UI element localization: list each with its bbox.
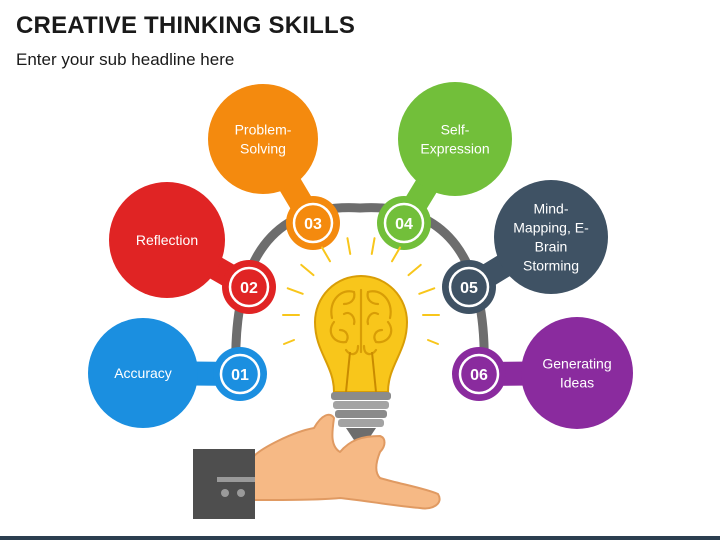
bottom-bar [0,536,720,540]
skill-label: Self- Expression [420,122,489,157]
skill-label-line: Problem- [235,122,292,138]
brain-icon [329,288,393,356]
cuff-button [237,489,245,497]
cuff-button [221,489,229,497]
skill-label-line: Ideas [560,375,594,391]
skill-number: 01 [231,367,249,384]
skill-nodes: 01Accuracy02Reflection03Problem-Solving0… [88,82,633,429]
light-ray [407,263,422,277]
number-badge-ring [228,266,270,308]
brain-fold [329,320,349,344]
skill-label-line: Accuracy [114,365,172,381]
skill-bubble [208,84,318,194]
light-ray [300,263,315,277]
light-ray [418,287,436,295]
skill-bubble [494,180,608,294]
skill-node: 03 Problem- Solving [208,84,340,250]
brain-fold [366,311,380,326]
hand-icon [193,413,441,519]
brain-fold [330,290,356,320]
skill-label-line: Self- [441,122,470,138]
skill-number: 05 [460,280,478,297]
brain-fold [344,344,360,356]
skill-label: Problem- Solving [235,122,292,157]
light-ray [427,339,439,345]
skill-label-line: Solving [240,141,286,157]
skill-bubble [88,318,198,428]
number-badge-ring [219,353,261,395]
skill-node: 01 Accuracy [88,318,267,428]
light-ray [286,287,304,295]
skill-label-line: Mind- [533,201,568,217]
number-badge-ring [458,353,500,395]
light-ray [346,237,352,255]
skill-label-line: Reflection [136,232,198,248]
bulb-filaments [345,351,377,393]
skill-label: Reflection [136,232,198,248]
skill-bubble [109,182,225,298]
skill-number: 06 [470,367,488,384]
number-badge-ring [292,202,334,244]
skill-bubble [398,82,512,196]
cuff-band [217,477,255,482]
skill-label-line: Generating [542,356,611,372]
skill-node: 02 Reflection [109,182,276,314]
skill-label: Accuracy [114,365,172,381]
hand [253,413,441,510]
skill-number: 03 [304,216,322,233]
light-ray [391,246,401,263]
brain-fold [366,290,392,320]
skill-label-line: Brain [535,239,568,255]
light-ray [370,237,376,255]
brain-fold [362,344,378,356]
page-subtitle: Enter your sub headline here [16,50,235,69]
skill-label-line: Storming [523,258,579,274]
shirt-cuff-icon [193,449,255,519]
brain-fold [342,311,356,326]
number-badge-ring [383,202,425,244]
skill-bubble [521,317,633,429]
light-rays [282,237,440,345]
skill-number: 02 [240,280,258,297]
bulb-base [331,392,391,440]
skill-node: 04 Self- Expression [377,82,512,250]
lightbulb-icon [282,237,440,440]
skill-label-line: Expression [420,141,489,157]
skill-number: 04 [395,216,413,233]
skill-label-line: Mapping, E- [513,220,589,236]
brain-fold [373,320,393,344]
number-badge-ring [448,266,490,308]
page-title: CREATIVE THINKING SKILLS [16,12,356,39]
light-ray [321,246,331,263]
light-ray [283,339,295,345]
